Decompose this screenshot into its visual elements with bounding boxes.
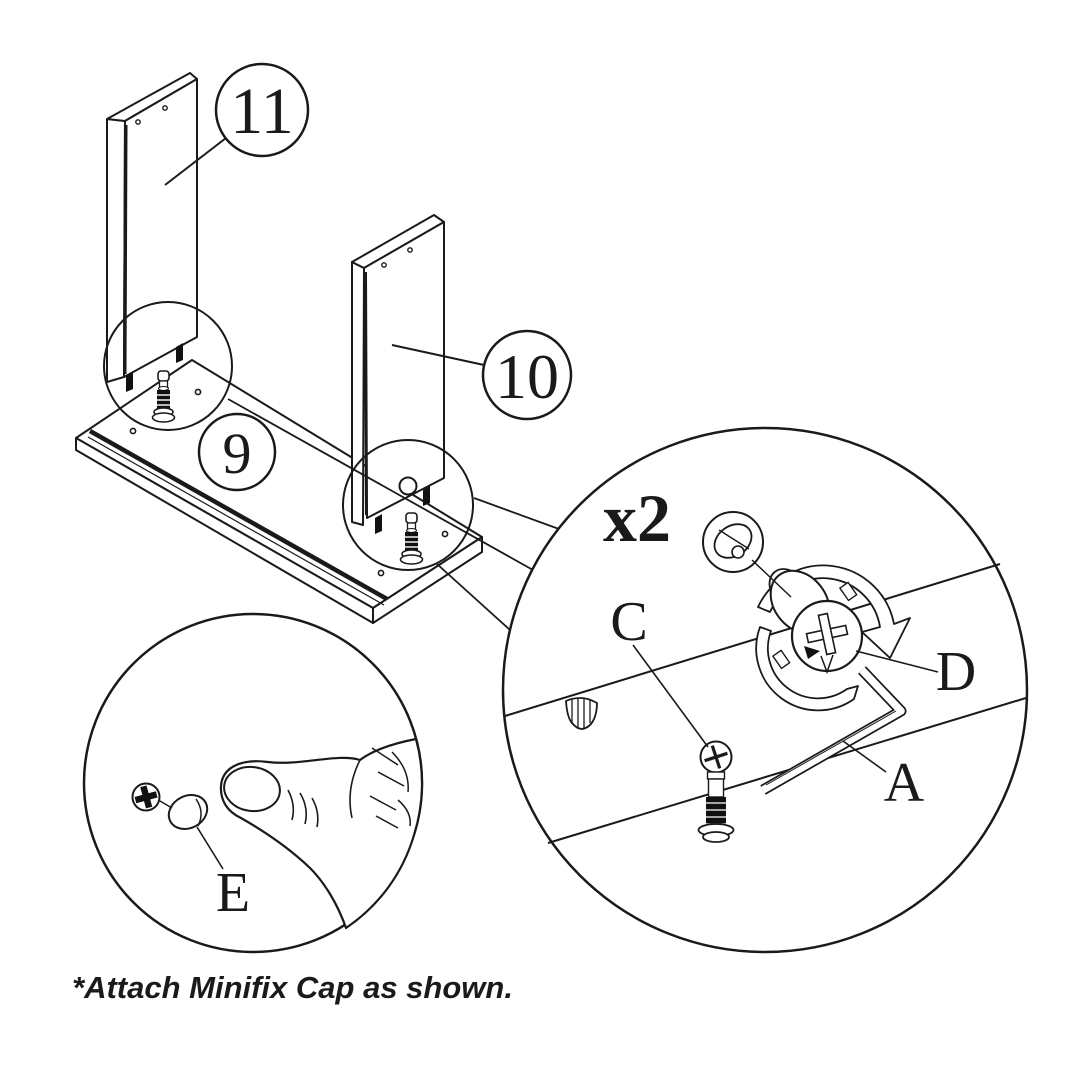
allen-key-label: A (884, 752, 925, 814)
dowel-section (565, 697, 598, 730)
panel-10-dowel-pegs (375, 486, 430, 534)
minifix-cap (167, 794, 209, 830)
callout-leader-lines (227, 398, 560, 631)
cam-lock-label: D (936, 641, 976, 703)
base-dowel-holes (129, 388, 449, 577)
detail-circle-cap: E (82, 612, 424, 954)
cam-cross-slot (805, 612, 849, 656)
cap-detail (702, 511, 792, 598)
thumb-hand (219, 737, 424, 930)
base-groove-edge (87, 436, 385, 606)
allen-key (760, 666, 907, 795)
panel-11 (106, 72, 198, 392)
panel-11-face (123, 78, 198, 378)
cap-label: E (216, 862, 250, 924)
panel-10 (351, 214, 445, 534)
callout-circle-right (342, 439, 474, 571)
panel-11-label: 11 (230, 75, 294, 148)
panel-10-label: 10 (495, 341, 559, 412)
hand-sketch-lines (369, 747, 411, 829)
panel-9-label: 9 (223, 421, 252, 486)
cam-arrow-mark (804, 646, 820, 659)
base-panel-9 (75, 359, 483, 624)
panel-11-dowel-pegs (126, 343, 183, 392)
panel-10-edge-strip (351, 261, 365, 526)
panel-10-face (363, 221, 445, 519)
quantity-note: x2 (603, 480, 671, 556)
label-balloon-10: 10 (391, 329, 573, 421)
panel-10-shadow-line (364, 271, 368, 516)
panel-10-holes (381, 247, 413, 268)
panel-11-holes (135, 105, 168, 125)
caption-text: *Attach Minifix Cap as shown. (72, 970, 513, 1005)
detail-circle-cam: x2 (501, 426, 1029, 954)
cam-bolt-detail (697, 740, 735, 843)
cam-housing (755, 626, 859, 712)
panel-10-cam-hole (398, 476, 418, 496)
cap-label-leader (196, 826, 224, 870)
label-balloon-9: 9 (197, 412, 277, 492)
cam-bolt-head (131, 782, 173, 812)
base-groove (88, 429, 389, 601)
detail-circle-outline (501, 426, 1029, 954)
base-end-face (372, 536, 483, 624)
cam-bolt-label: C (610, 591, 647, 653)
callout-circle-left (103, 301, 233, 431)
label-balloon-11: 11 (164, 62, 310, 186)
thumbnail (223, 765, 281, 813)
panel-11-shadow-line (123, 124, 128, 375)
panel-11-edge-strip (106, 118, 126, 383)
hardware-leader-lines (632, 644, 939, 773)
cam-tip (820, 654, 834, 675)
thumb-creases (287, 759, 361, 828)
